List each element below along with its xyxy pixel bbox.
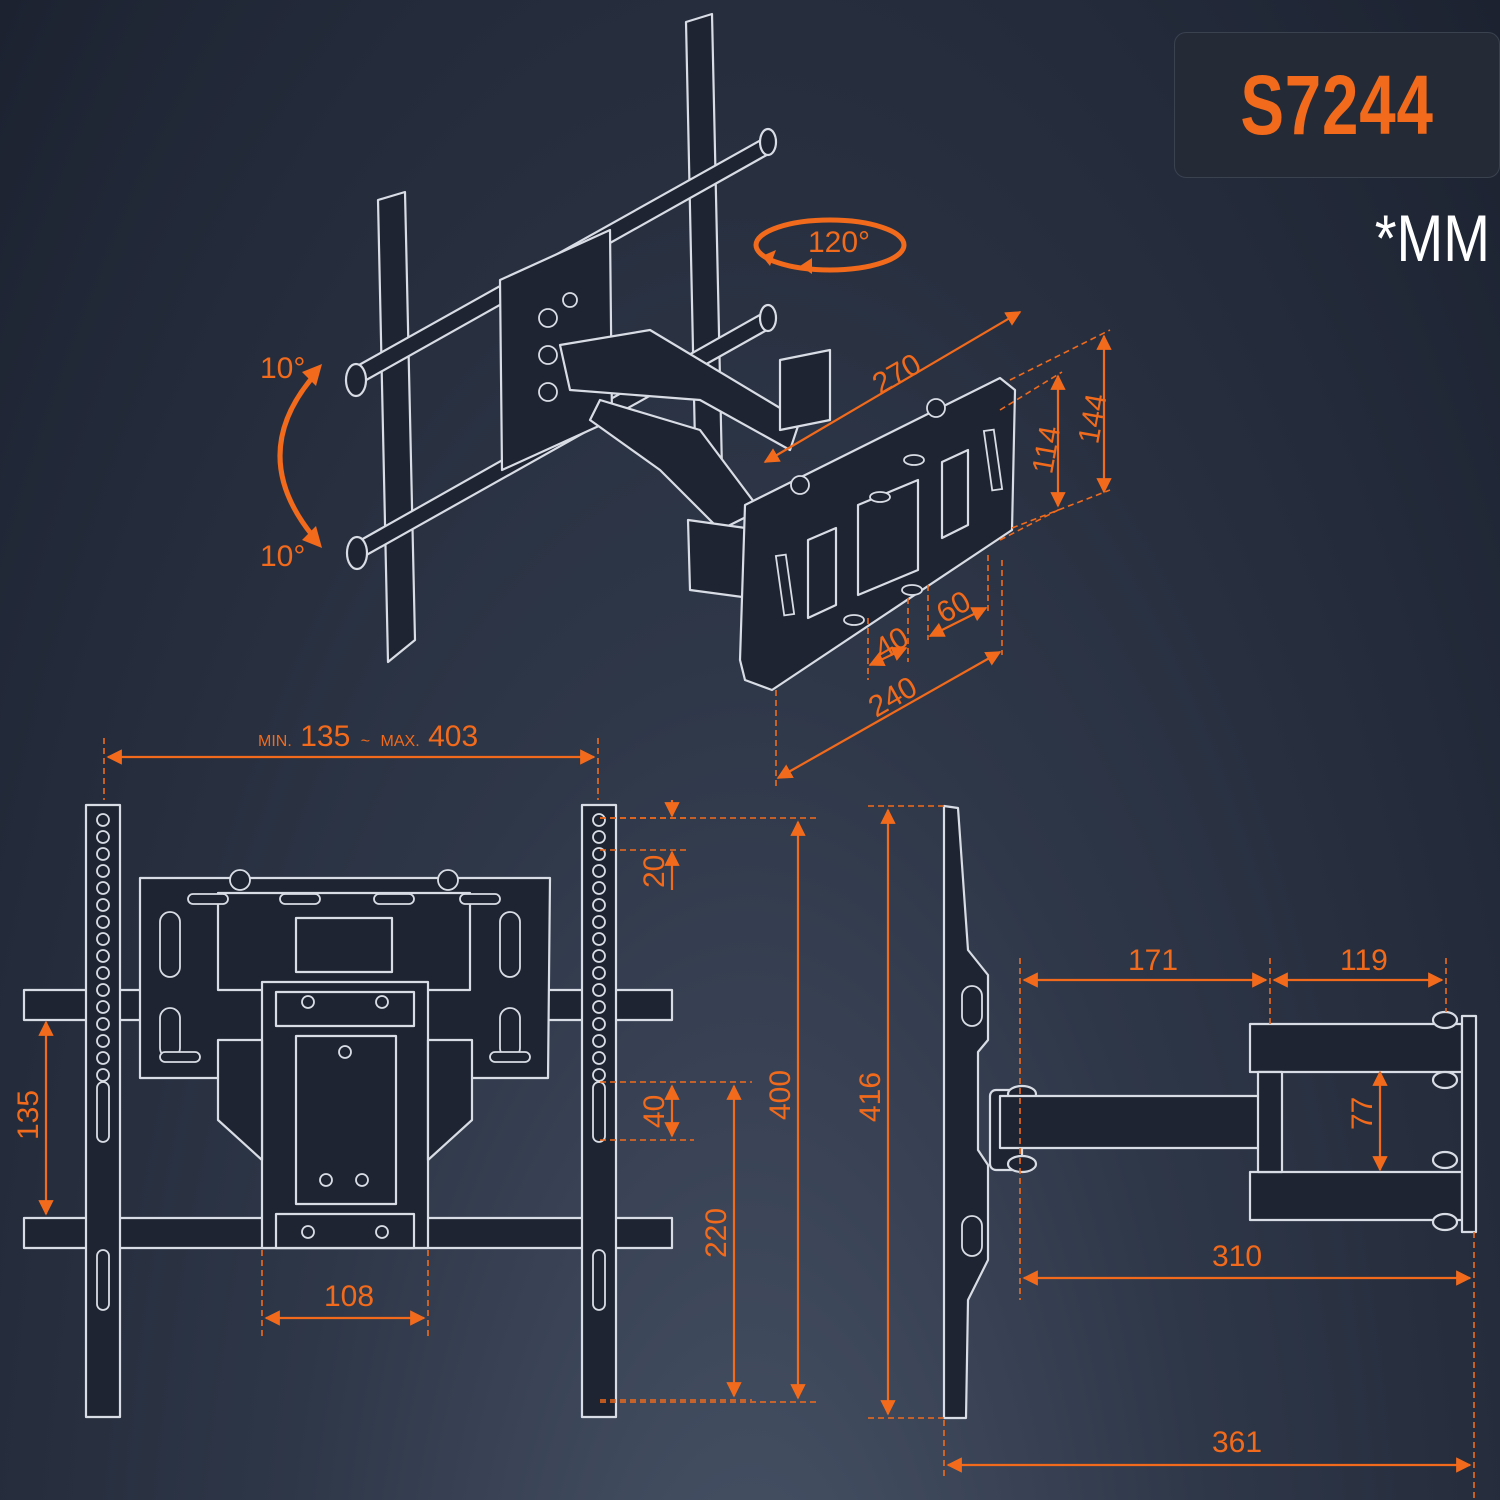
iso-plate-height-outer: 144 <box>1072 391 1113 446</box>
side-arm <box>998 1094 1272 1150</box>
front-plate-width: 108 <box>324 1280 374 1313</box>
side-reach-arm: 310 <box>1212 1240 1262 1273</box>
rail-hole <box>592 1000 606 1014</box>
rail-hole <box>96 966 110 980</box>
front-top-offset: 20 <box>638 855 671 888</box>
rail-hole <box>96 813 110 827</box>
rail-hole <box>96 983 110 997</box>
side-plate-height: 77 <box>1346 1097 1379 1130</box>
rail-hole <box>96 881 110 895</box>
rail-hole <box>592 1034 606 1048</box>
side-arm-b: 119 <box>1340 944 1388 977</box>
front-lower-height: 220 <box>700 1208 733 1258</box>
rail-hole <box>592 830 606 844</box>
side-reach-total: 361 <box>1212 1426 1262 1459</box>
rail-hole <box>96 1051 110 1065</box>
swivel-label: 120° <box>808 226 870 259</box>
rail-slot <box>592 1249 606 1311</box>
rail-hole <box>592 1051 606 1065</box>
iso-left-rail <box>376 190 417 664</box>
model-number: S7244 <box>1240 57 1434 152</box>
iso-plate-height-inner: 114 <box>1026 423 1067 476</box>
rail-hole <box>96 1034 110 1048</box>
rail-hole <box>96 830 110 844</box>
rail-hole <box>96 1017 110 1031</box>
side-upper-bracket <box>1248 1022 1464 1074</box>
rail-slot <box>96 1081 110 1143</box>
rail-slot <box>96 1249 110 1311</box>
front-height: 400 <box>764 1070 797 1120</box>
rail-hole <box>96 932 110 946</box>
rail-hole <box>592 864 606 878</box>
tilt-up-label: 10° <box>260 352 305 385</box>
swivel-arc <box>753 217 907 273</box>
rail-hole <box>592 966 606 980</box>
rail-hole <box>592 813 606 827</box>
rail-hole <box>592 1017 606 1031</box>
unit-note: *MM <box>1374 201 1490 275</box>
rail-hole <box>592 983 606 997</box>
side-lower-bracket <box>1248 1170 1464 1222</box>
front-rail-spacing: 135 <box>12 1090 45 1140</box>
rail-hole <box>592 898 606 912</box>
tilt-arc <box>277 376 314 537</box>
rail-hole <box>96 898 110 912</box>
tilt-down-label: 10° <box>260 540 305 573</box>
front-view: MIN. 135 ~ MAX. 403 135 20 400 40 220 <box>12 720 818 1419</box>
rail-hole <box>96 949 110 963</box>
iso-hole-spacing-b: 60 <box>931 585 976 630</box>
rail-hole <box>592 949 606 963</box>
rail-hole <box>592 915 606 929</box>
iso-plate-width: 240 <box>863 670 923 724</box>
isometric-view: 120° 10° 10° 270 144 114 40 60 240 <box>260 12 1114 790</box>
rail-hole <box>96 847 110 861</box>
rail-hole <box>96 1068 110 1082</box>
side-wall-plate <box>942 804 990 1420</box>
iso-arm-length: 270 <box>867 347 927 401</box>
iso-right-rail <box>684 12 724 492</box>
rail-hole <box>96 1000 110 1014</box>
model-badge: S7244 <box>1174 32 1500 178</box>
front-width-label: MIN. 135 ~ MAX. 403 <box>258 720 478 753</box>
front-slot-spacing: 40 <box>638 1095 671 1128</box>
side-height: 416 <box>854 1072 887 1122</box>
rail-hole <box>592 847 606 861</box>
rail-hole <box>592 932 606 946</box>
rail-hole <box>96 915 110 929</box>
side-view: 416 171 119 77 310 361 <box>854 804 1478 1500</box>
rail-hole <box>592 881 606 895</box>
rail-hole <box>592 1068 606 1082</box>
side-arm-a: 171 <box>1128 944 1178 977</box>
rail-hole <box>96 864 110 878</box>
rail-slot <box>592 1081 606 1143</box>
